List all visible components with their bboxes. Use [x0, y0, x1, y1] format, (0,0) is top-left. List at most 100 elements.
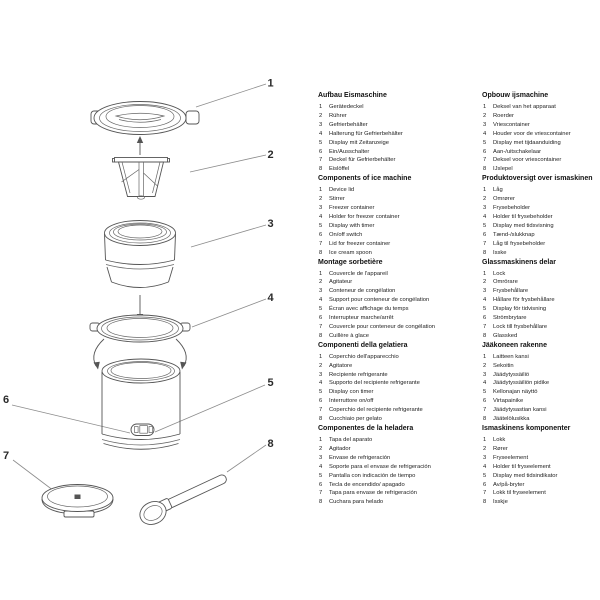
part-label: Gefrierbehälter	[329, 121, 368, 128]
part-number: 7	[319, 407, 323, 414]
part-label: Support pour conteneur de congélation	[329, 297, 430, 304]
part-label: Rører	[493, 445, 508, 452]
part-label: Sekoitin	[493, 362, 514, 369]
part-number: 4	[483, 297, 487, 304]
part-label: Display con timer	[329, 389, 374, 396]
part-label: Display met tijdaanduiding	[493, 139, 561, 146]
part-number: 7	[483, 407, 487, 414]
device-lid-drawing	[90, 101, 200, 135]
part-label: Device lid	[329, 187, 355, 194]
part-label: On/off switch	[329, 231, 363, 238]
part-label: Kellonajan näyttö	[493, 389, 538, 396]
part-number: 6	[319, 231, 323, 238]
part-number: 3	[483, 205, 487, 212]
part-label: Holder til frysebeholder	[493, 213, 553, 220]
section-title-swedish: Glassmaskinens delar	[482, 258, 556, 266]
part-number: 5	[483, 472, 487, 479]
part-number: 1	[483, 437, 487, 443]
diagram-label-5: 5	[268, 377, 274, 389]
part-label: Tapa para envase de refrigeración	[329, 490, 417, 497]
part-number: 5	[319, 306, 323, 313]
part-number: 4	[483, 380, 487, 387]
part-label: Cucchiaio per gelato	[329, 416, 382, 423]
part-number: 2	[483, 279, 487, 286]
freezer-container-drawing	[104, 220, 176, 288]
part-number: 3	[319, 288, 323, 295]
part-label: Display mit Zeitanzeige	[329, 139, 389, 146]
part-label: Interruttore on/off	[329, 398, 374, 405]
section-title-italian: Componenti della gelatiera	[318, 341, 408, 349]
part-label: Låg til frysebeholder	[493, 240, 546, 247]
part-label: Virtapainike	[493, 398, 524, 405]
section-title-dutch: Opbouw ijsmachine	[482, 92, 549, 99]
part-label: Display with timer	[329, 222, 375, 229]
part-list-item: 4 Jäädytyssäiliön pidike	[482, 379, 600, 388]
part-label: Jäädytyssäiliö	[493, 371, 530, 378]
part-label: Conteneur de congélation	[329, 288, 396, 295]
part-number: 8	[483, 416, 487, 423]
diagram-label-7: 7	[3, 450, 9, 462]
part-number: 5	[319, 139, 323, 146]
part-label: Coperchio del recipiente refrigerante	[329, 407, 423, 414]
part-number: 5	[483, 389, 487, 396]
machine-body-drawing	[101, 358, 181, 450]
part-number: 2	[483, 196, 487, 203]
part-number: 1	[483, 104, 487, 110]
part-label: Av/på-bryter	[493, 481, 525, 488]
diagram-label-4: 4	[268, 292, 275, 304]
part-number: 8	[319, 166, 323, 173]
part-number: 1	[319, 104, 323, 110]
part-number: 4	[483, 130, 487, 137]
part-number: 2	[319, 196, 323, 203]
part-number: 4	[319, 130, 323, 137]
part-label: Holder for freezer container	[329, 213, 400, 220]
part-label: Display med tidsvisning	[493, 222, 554, 229]
part-label: Isske	[493, 249, 507, 256]
part-list-item: 6 On/off switch	[318, 231, 476, 240]
part-number: 6	[483, 398, 487, 405]
part-label: Ein/Ausschalter	[329, 148, 370, 155]
part-number: 2	[319, 112, 323, 119]
leader-line-8	[226, 444, 267, 473]
container-lid-drawing	[41, 484, 114, 518]
part-number: 1	[319, 270, 323, 277]
part-label: Eislöffel	[329, 166, 350, 173]
part-label: Tænd-/slukknap	[493, 231, 535, 238]
part-number: 2	[319, 362, 323, 369]
part-label: Hållare för frysbehållare	[493, 297, 555, 304]
part-label: Jäädytyssäiliön pidike	[493, 380, 550, 387]
